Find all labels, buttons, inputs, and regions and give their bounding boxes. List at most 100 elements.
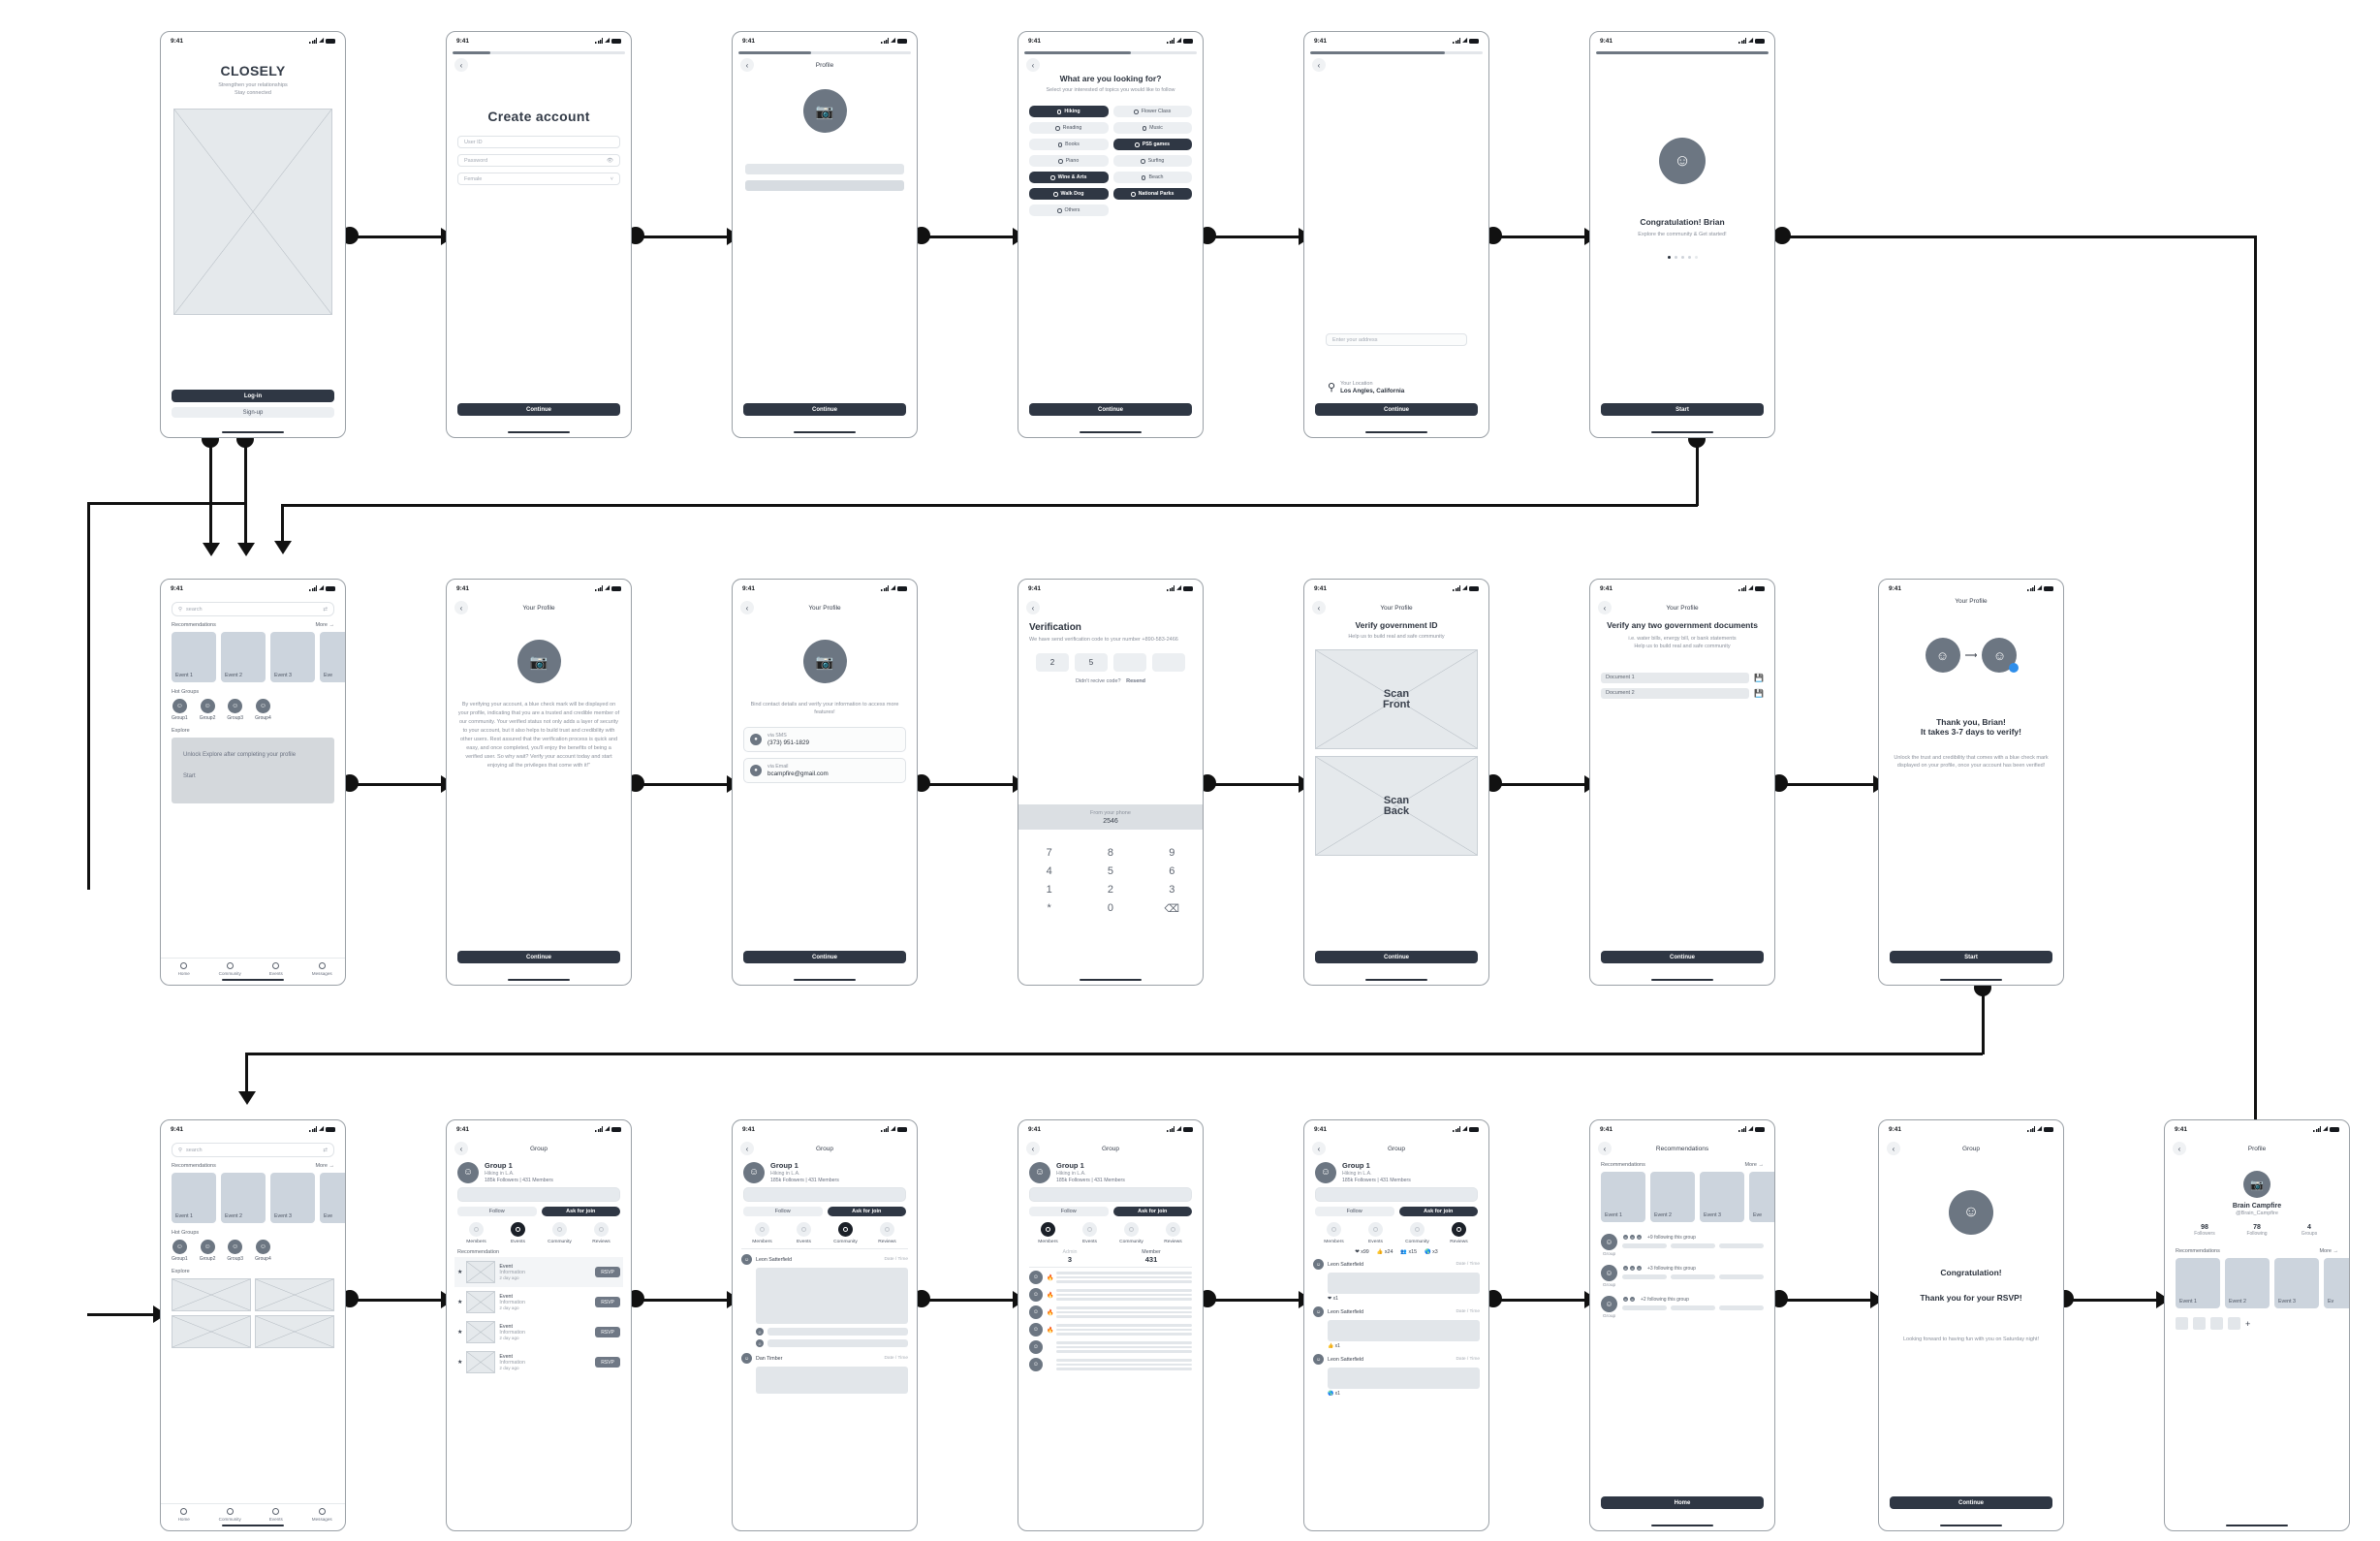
thumbs-up-icon[interactable]: 👍 bbox=[1328, 1343, 1334, 1349]
back-icon[interactable]: ‹ bbox=[2173, 1142, 2186, 1155]
back-icon[interactable]: ‹ bbox=[454, 58, 468, 72]
back-icon[interactable]: ‹ bbox=[1312, 1142, 1326, 1155]
continue-button[interactable]: Continue bbox=[743, 403, 906, 416]
back-icon[interactable]: ‹ bbox=[454, 1142, 468, 1155]
keypad-key[interactable]: ⌫ bbox=[1164, 902, 1180, 915]
member-row[interactable]: ☺🔥 bbox=[1029, 1323, 1192, 1337]
bottom-tab-messages[interactable]: Messages bbox=[299, 962, 346, 976]
keypad-key[interactable]: 1 bbox=[1046, 883, 1052, 896]
upload-file-icon[interactable]: 💾 bbox=[1754, 688, 1764, 698]
event-card[interactable]: Ev bbox=[2324, 1258, 2349, 1309]
back-icon[interactable]: ‹ bbox=[1026, 601, 1040, 614]
group-tab-members[interactable]: Members bbox=[741, 1222, 783, 1244]
screen-verification-code[interactable]: 9:41 ◢ ‹ Verification We have send verif… bbox=[1018, 579, 1204, 986]
bottom-tab-home[interactable]: Home bbox=[161, 1508, 207, 1522]
event-card[interactable]: Event 3 bbox=[1700, 1172, 1744, 1222]
otp-box[interactable] bbox=[1113, 653, 1146, 673]
back-icon[interactable]: ‹ bbox=[1887, 1142, 1900, 1155]
group-tab-community[interactable]: Community bbox=[1111, 1222, 1152, 1244]
interest-chip[interactable]: Reading bbox=[1029, 122, 1109, 135]
interest-chip[interactable]: PS5 games bbox=[1112, 139, 1192, 151]
bottom-tab-messages[interactable]: Messages bbox=[299, 1508, 346, 1522]
follow-button[interactable]: Follow bbox=[1029, 1207, 1109, 1216]
keypad-key[interactable]: 6 bbox=[1169, 865, 1175, 877]
event-card[interactable]: Event 3 bbox=[270, 632, 315, 682]
password-field[interactable]: Password👁 bbox=[457, 154, 620, 167]
explore-grid[interactable] bbox=[172, 1278, 334, 1348]
group-tab-reviews[interactable]: Reviews bbox=[1438, 1222, 1480, 1244]
star-icon[interactable]: ★ bbox=[457, 1270, 463, 1275]
event-card[interactable]: Eve bbox=[320, 632, 345, 682]
document-upload-list[interactable]: Document 1💾Document 2💾 bbox=[1601, 672, 1764, 699]
address-field[interactable]: Enter your address bbox=[1326, 333, 1467, 346]
member-list[interactable]: ☺🔥☺🔥☺🔥☺🔥☺☺ bbox=[1029, 1271, 1192, 1371]
scan-back-dropzone[interactable]: Scan Back bbox=[1315, 756, 1478, 857]
explore-tile[interactable] bbox=[255, 1278, 334, 1311]
event-card[interactable]: Event 2 bbox=[221, 632, 266, 682]
gender-select[interactable]: Female˅ bbox=[457, 173, 620, 185]
interest-chip[interactable]: Flower Class bbox=[1112, 106, 1192, 118]
keypad-key[interactable]: 8 bbox=[1107, 846, 1114, 859]
back-icon[interactable]: ‹ bbox=[740, 58, 754, 72]
group-tab-community[interactable]: Community bbox=[539, 1222, 580, 1244]
rsvp-button[interactable]: RSVP bbox=[595, 1357, 620, 1368]
screen-splash[interactable]: 9:41 ◢ CLOSELY Strengthen your relations… bbox=[160, 31, 346, 438]
back-icon[interactable]: ‹ bbox=[1026, 1142, 1040, 1155]
join-button[interactable]: Ask for join bbox=[1112, 1207, 1192, 1216]
photo-slot[interactable] bbox=[2193, 1317, 2206, 1331]
group-suggestion[interactable]: ☺Group☺☺+2 following this group bbox=[1601, 1296, 1764, 1319]
group-suggestion-list[interactable]: ☺Group☺☺☺+9 following this group☺Group☺☺… bbox=[1601, 1234, 1764, 1319]
event-card[interactable]: Event 3 bbox=[2274, 1258, 2319, 1309]
back-icon[interactable]: ‹ bbox=[1312, 58, 1326, 72]
screen-rsvp-thanks[interactable]: 9:41 ◢ ‹ Group ☺ Congratulation! Thank y… bbox=[1878, 1119, 2064, 1531]
group-suggestion[interactable]: ☺Group☺☺☺+3 following this group bbox=[1601, 1265, 1764, 1288]
interest-chip[interactable]: Hiking bbox=[1029, 106, 1109, 118]
continue-button[interactable]: Continue bbox=[457, 403, 620, 416]
explore-locked-card[interactable]: Unlock Explore after completing your pro… bbox=[172, 738, 334, 803]
join-button[interactable]: Ask for join bbox=[541, 1207, 620, 1216]
rsvp-button[interactable]: RSVP bbox=[595, 1267, 620, 1277]
interest-chip[interactable]: Wine & Arts bbox=[1029, 172, 1109, 184]
explore-tile[interactable] bbox=[255, 1315, 334, 1348]
interest-chip[interactable]: Books bbox=[1029, 139, 1109, 151]
filter-icon[interactable]: ⇄ bbox=[323, 606, 328, 613]
from-phone-banner[interactable]: From your phone 2546 bbox=[1018, 804, 1203, 831]
event-card[interactable]: Event 2 bbox=[221, 1173, 266, 1223]
keypad-key[interactable]: * bbox=[1047, 901, 1051, 914]
continue-button[interactable]: Continue bbox=[1315, 403, 1478, 416]
continue-button[interactable]: Continue bbox=[1601, 951, 1764, 963]
join-button[interactable]: Ask for join bbox=[827, 1207, 906, 1216]
bottom-tab-community[interactable]: Community bbox=[207, 962, 254, 976]
back-icon[interactable]: ‹ bbox=[740, 601, 754, 614]
star-icon[interactable]: ★ bbox=[457, 1360, 463, 1366]
screen-profile-photo[interactable]: 9:41 ◢ ‹ Profile 📷 Continue bbox=[732, 31, 918, 438]
heart-icon[interactable]: ❤ bbox=[1328, 1296, 1332, 1302]
photo-slot[interactable] bbox=[2228, 1317, 2240, 1331]
event-card[interactable]: Event 1 bbox=[2176, 1258, 2220, 1309]
continue-button[interactable]: Continue bbox=[1315, 951, 1478, 963]
photo-grid-row[interactable]: + bbox=[2176, 1317, 2338, 1331]
interest-chip[interactable]: Surfing bbox=[1112, 155, 1192, 168]
screen-home-locked[interactable]: 9:41 ◢ ⚲search ⇄ Recommendations More → … bbox=[160, 579, 346, 986]
hot-group-item[interactable]: ☺Group4 bbox=[255, 1240, 271, 1262]
bottom-tab-community[interactable]: Community bbox=[207, 1508, 254, 1522]
event-card[interactable]: Event 1 bbox=[172, 632, 216, 682]
explore-tile[interactable] bbox=[172, 1315, 251, 1348]
user-id-field[interactable]: User ID bbox=[457, 136, 620, 148]
group-tab-reviews[interactable]: Reviews bbox=[1152, 1222, 1194, 1244]
